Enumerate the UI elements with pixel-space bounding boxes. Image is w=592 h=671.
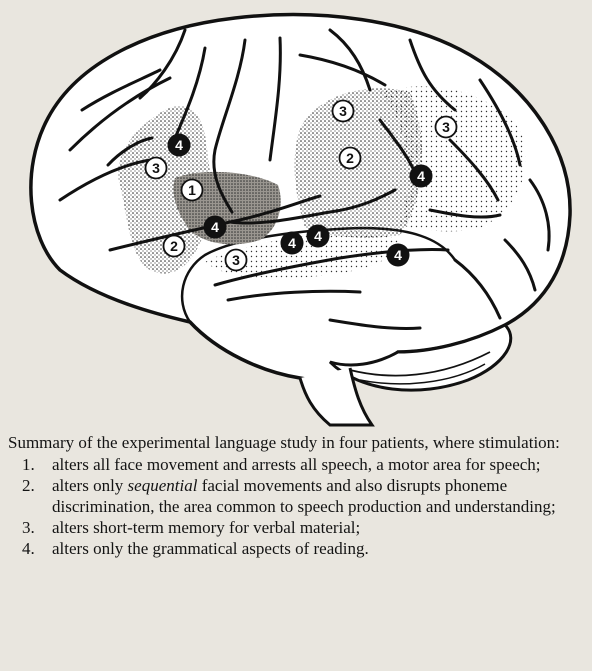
caption-item: 4. alters only the grammatical aspects o… — [8, 538, 584, 559]
marker-label: 2 — [170, 238, 178, 254]
marker-4: 4 — [203, 215, 227, 239]
marker-label: 4 — [175, 137, 183, 153]
marker-label: 4 — [394, 247, 402, 263]
item-emphasis: sequential — [127, 476, 198, 495]
marker-label: 4 — [211, 219, 219, 235]
marker-label: 3 — [232, 252, 240, 268]
item-text: alters only the grammatical aspects of r… — [52, 539, 369, 558]
caption-item: 3. alters short-term memory for verbal m… — [8, 517, 584, 538]
sulci — [58, 28, 551, 330]
item-number: 2. — [22, 476, 35, 495]
marker-label: 2 — [346, 150, 354, 166]
marker-1: 1 — [180, 178, 204, 202]
stimulation-markers: 1 2 3 4 4 — [144, 99, 458, 272]
item-number: 4. — [22, 539, 35, 558]
marker-3: 3 — [331, 99, 355, 123]
caption-item: 2. alters only sequential facial movemen… — [8, 475, 584, 517]
figure-caption: Summary of the experimental language stu… — [8, 432, 584, 559]
caption-list: 1. alters all face movement and arrests … — [8, 454, 584, 559]
marker-3: 3 — [434, 115, 458, 139]
marker-label: 3 — [442, 119, 450, 135]
brainstem — [298, 367, 375, 427]
caption-item: 1. alters all face movement and arrests … — [8, 454, 584, 475]
item-text: facial movements and also disrupts phone… — [52, 476, 556, 516]
brain-illustration: 1 2 3 4 4 — [29, 12, 572, 427]
item-text: alters all face movement and arrests all… — [52, 455, 541, 474]
marker-4: 4 — [409, 164, 433, 188]
caption-intro: Summary of the experimental language stu… — [8, 433, 560, 452]
item-text: alters only — [52, 476, 128, 495]
marker-label: 1 — [188, 182, 196, 198]
marker-4: 4 — [306, 224, 330, 248]
marker-3: 3 — [224, 248, 248, 272]
marker-4: 4 — [280, 231, 304, 255]
marker-4: 4 — [386, 243, 410, 267]
marker-label: 4 — [417, 168, 425, 184]
temporal-region — [205, 231, 400, 279]
parietal-region-3 — [380, 86, 526, 232]
marker-2: 2 — [162, 234, 186, 258]
marker-label: 3 — [152, 160, 160, 176]
marker-label: 4 — [288, 235, 296, 251]
marker-2: 2 — [338, 146, 362, 170]
marker-label: 3 — [339, 103, 347, 119]
brain-figure: 1 2 3 4 4 — [29, 12, 572, 427]
marker-3: 3 — [144, 156, 168, 180]
marker-label: 4 — [314, 228, 322, 244]
item-text: alters short-term memory for verbal mate… — [52, 518, 361, 537]
item-number: 1. — [22, 455, 35, 474]
marker-4: 4 — [167, 133, 191, 157]
item-number: 3. — [22, 518, 35, 537]
